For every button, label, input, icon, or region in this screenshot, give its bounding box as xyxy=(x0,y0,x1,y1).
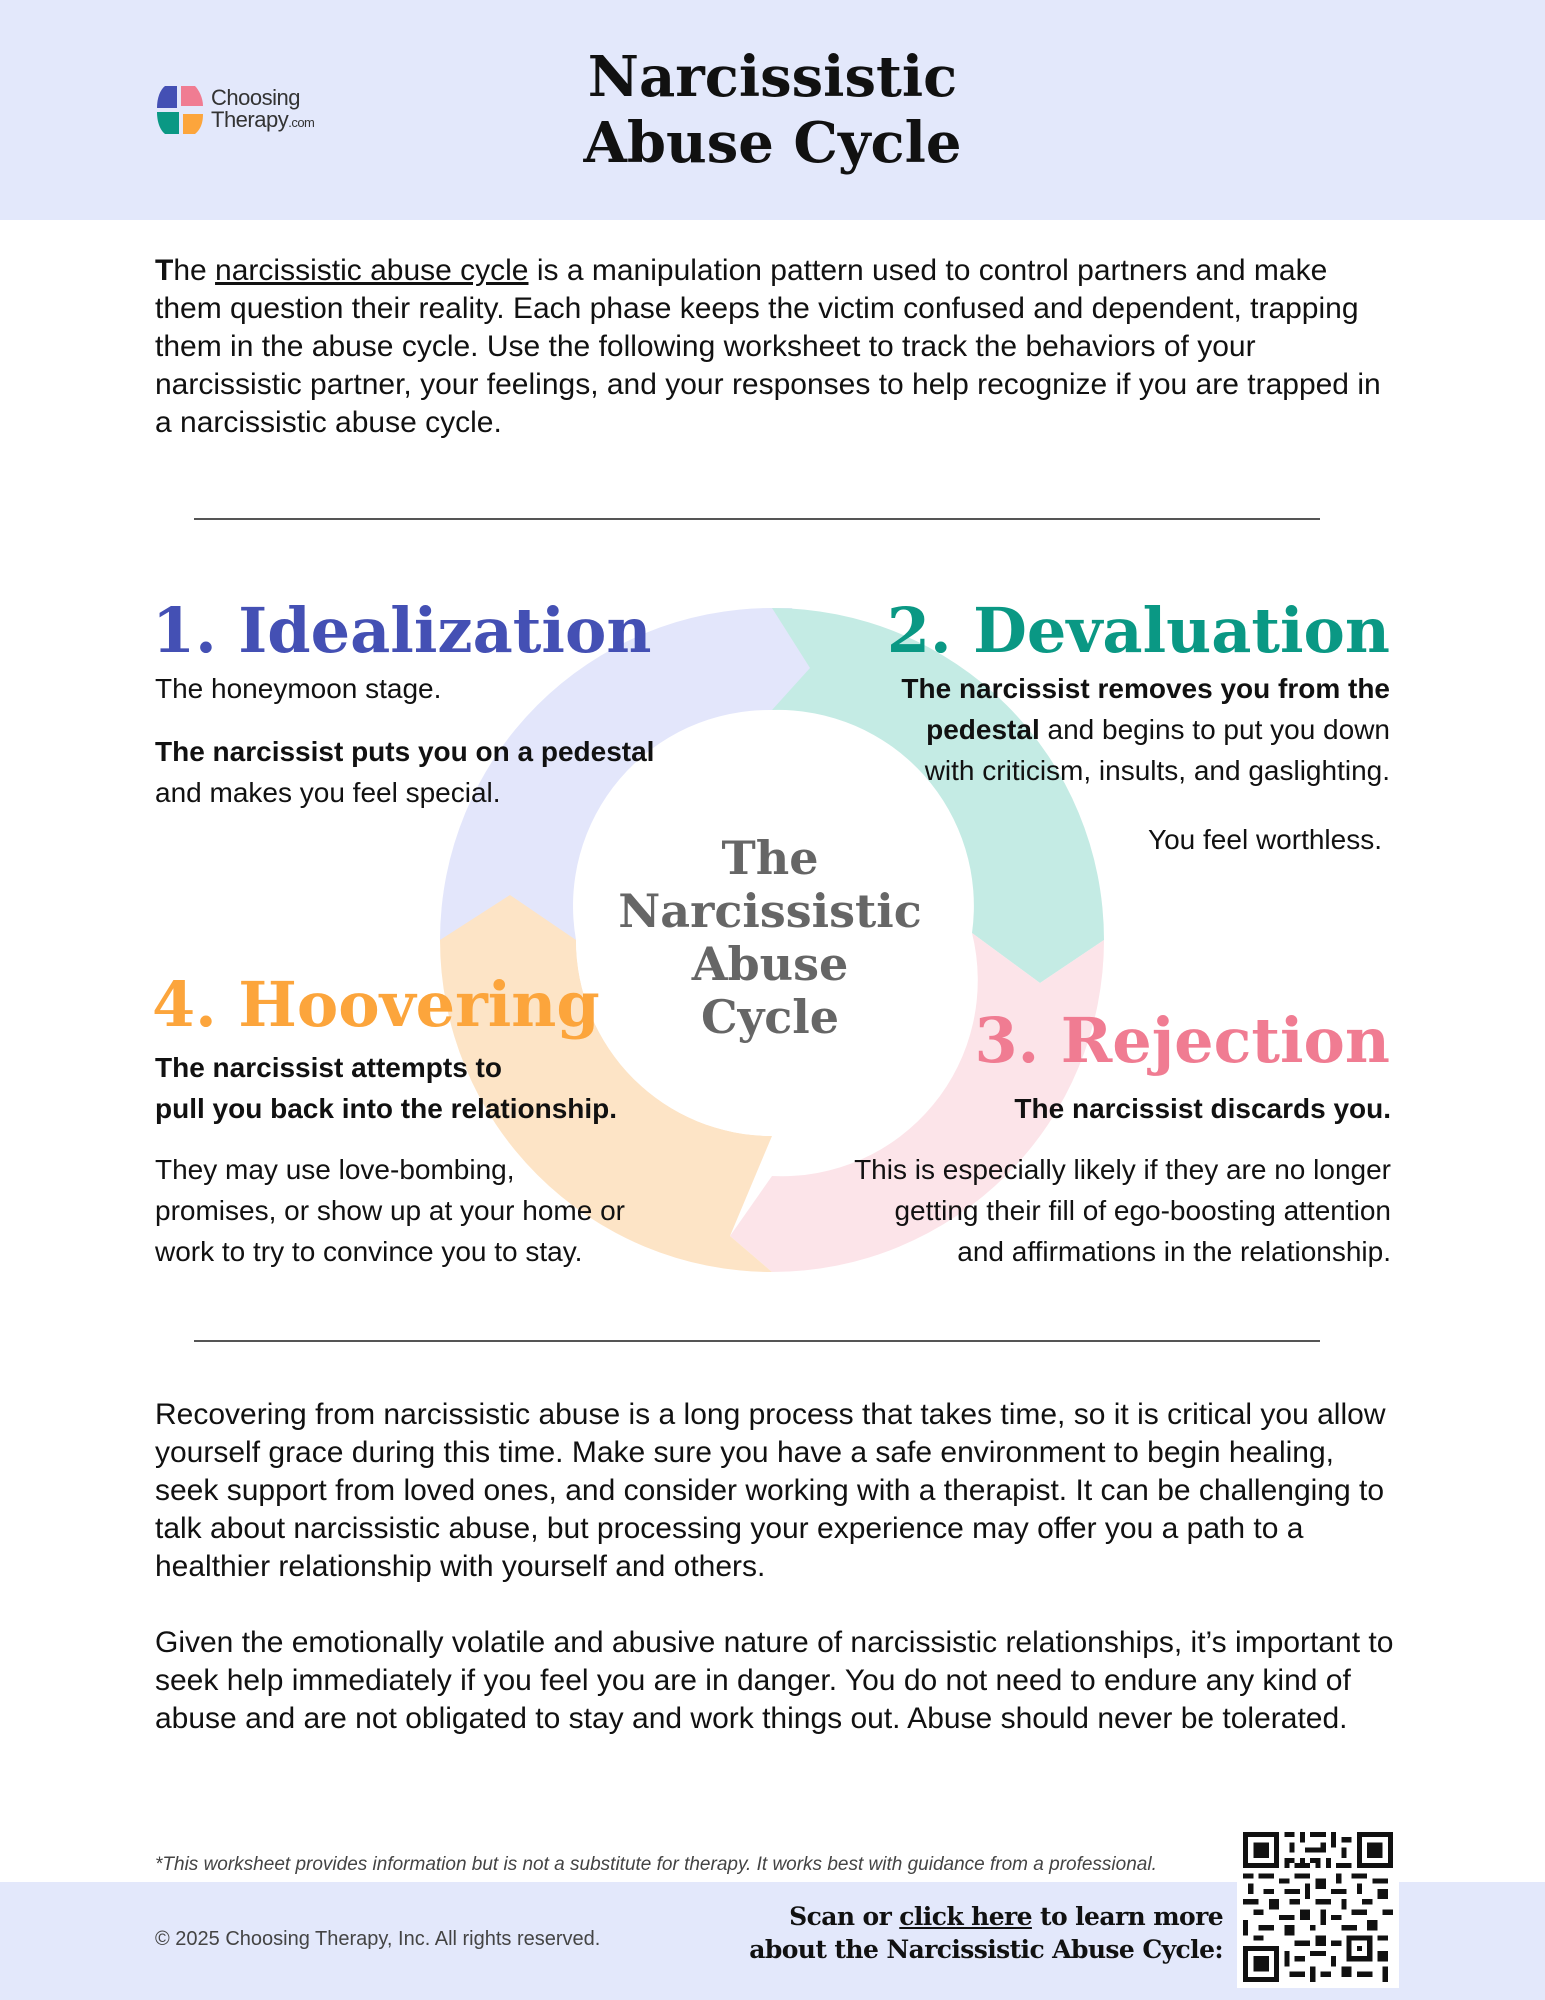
phase-4-line-3: work to try to convince you to stay. xyxy=(155,1236,583,1267)
phase-4-line-2: promises, or show up at your home or xyxy=(155,1195,625,1226)
phase-1-bold: The narcissist puts you on a pedestal xyxy=(155,736,655,767)
phase-3-line-2: getting their fill of ego-boosting atten… xyxy=(894,1195,1391,1226)
intro-dropcap: T xyxy=(155,254,174,287)
copyright: © 2025 Choosing Therapy, Inc. All rights… xyxy=(155,1928,601,1950)
title-line-1: Narcissistic xyxy=(587,44,958,110)
center-line-3: Abuse xyxy=(691,937,849,991)
disclaimer: *This worksheet provides information but… xyxy=(155,1854,1157,1875)
scan-suffix: to learn more xyxy=(1031,1902,1224,1931)
phase-3-description: The narcissist discards you. This is esp… xyxy=(791,1088,1391,1272)
divider-top xyxy=(194,518,1320,520)
logo-mark-icon xyxy=(157,86,203,134)
phase-4-title: 4. Hoovering xyxy=(152,968,600,1041)
phase-3-bold: The narcissist discards you. xyxy=(1014,1093,1391,1124)
phase-1-rest: and makes you feel special. xyxy=(155,777,501,808)
phase-2-feeling: You feel worthless. xyxy=(1148,824,1382,855)
center-line-4: Cycle xyxy=(700,990,840,1044)
header-banner xyxy=(0,0,1545,220)
intro-paragraph: The narcissistic abuse cycle is a manipu… xyxy=(155,252,1395,442)
phase-3-line-1: This is especially likely if they are no… xyxy=(854,1154,1391,1185)
phase-4-bold-a: The narcissist attempts to xyxy=(155,1052,502,1083)
phase-1-description: The honeymoon stage. The narcissist puts… xyxy=(155,668,654,813)
intro-text-start: he xyxy=(173,254,216,287)
logo-word-1: Choosing xyxy=(211,84,300,110)
narcissistic-abuse-cycle-link[interactable]: narcissistic abuse cycle xyxy=(215,254,529,287)
hoovering-segment xyxy=(440,895,772,1272)
rejection-segment xyxy=(730,933,1104,1272)
phase-1-title: 1. Idealization xyxy=(152,594,652,667)
logo-suffix: .com xyxy=(288,114,315,130)
logo-word-2: Therapy xyxy=(211,106,289,132)
title-line-2: Abuse Cycle xyxy=(583,110,962,176)
phase-4-description: The narcissist attempts to pull you back… xyxy=(155,1047,625,1272)
click-here-link[interactable]: click here xyxy=(899,1902,1032,1931)
center-line-2: Narcissistic xyxy=(618,884,922,938)
phase-4-bold-b: pull you back into the relationship. xyxy=(155,1093,618,1124)
scan-line-2: about the Narcissistic Abuse Cycle: xyxy=(749,1935,1223,1964)
divider-bottom xyxy=(194,1340,1320,1342)
phase-2-description: The narcissist removes you from the pede… xyxy=(830,668,1390,860)
phase-2-title: 2. Devaluation xyxy=(886,594,1390,667)
phase-3-line-3: and affirmations in the relationship. xyxy=(957,1236,1391,1267)
qr-code[interactable] xyxy=(1237,1826,1399,1988)
recovery-paragraph: Recovering from narcissistic abuse is a … xyxy=(155,1398,1386,1583)
safety-paragraph: Given the emotionally volatile and abusi… xyxy=(155,1626,1394,1735)
scan-cta: Scan or click here to learn more about t… xyxy=(749,1900,1223,1966)
phase-4-line-1: They may use love-bombing, xyxy=(155,1154,515,1185)
scan-prefix: Scan or xyxy=(789,1902,900,1931)
phase-2-bold-b: pedestal xyxy=(926,714,1040,745)
phase-2-bold-a: The narcissist removes you from the xyxy=(901,673,1390,704)
phase-2-rest-a: and begins to put you down xyxy=(1039,714,1391,745)
phase-3-title: 3. Rejection xyxy=(974,1004,1390,1077)
page-title: Narcissistic Abuse Cycle xyxy=(0,44,1545,176)
center-line-1: The xyxy=(721,831,819,885)
devaluation-segment xyxy=(772,608,1104,983)
abuse-cycle-diagram xyxy=(440,608,1104,1272)
idealization-segment xyxy=(440,608,830,940)
qr-code-icon xyxy=(1243,1832,1393,1982)
choosing-therapy-logo[interactable]: Choosing Therapy.com xyxy=(155,84,315,136)
cycle-center-label: The Narcissistic Abuse Cycle xyxy=(590,832,950,1044)
phase-1-line-1: The honeymoon stage. xyxy=(155,673,442,704)
intro-text-rest: is a manipulation pattern used to contro… xyxy=(155,254,1381,439)
phase-2-rest-b: with criticism, insults, and gaslighting… xyxy=(924,755,1390,786)
